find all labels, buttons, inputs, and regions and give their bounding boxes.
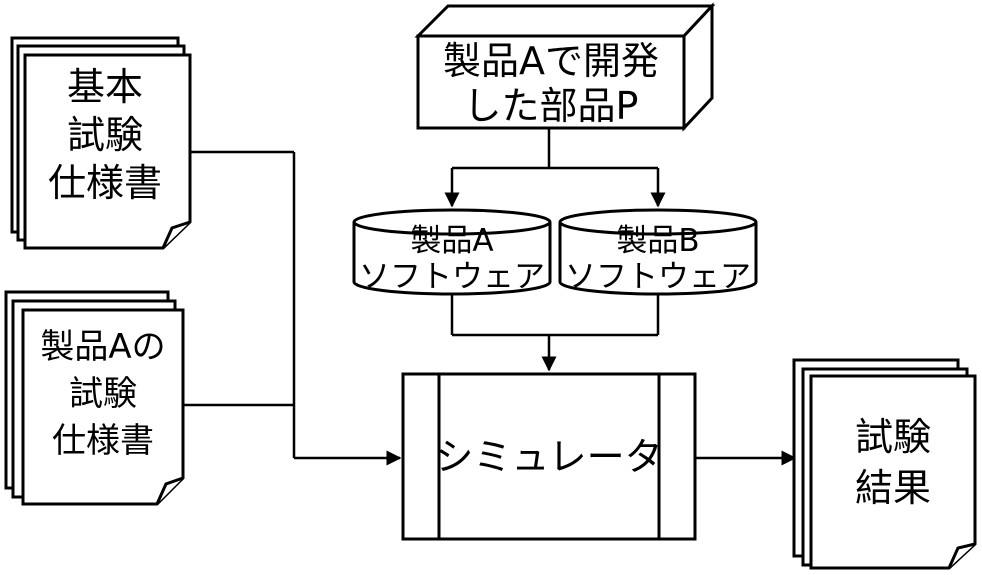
doc-product-a-spec-line-3: 仕様書 bbox=[52, 421, 154, 461]
db-product-a-line-1: 製品A bbox=[410, 223, 493, 259]
db-to-simulator-connectors bbox=[450, 294, 660, 372]
doc-basic-spec-fold bbox=[161, 220, 191, 249]
simulator-frame bbox=[401, 372, 697, 541]
spec-to-simulator-connectors bbox=[183, 150, 402, 466]
doc-product-a-spec-line-1: 製品Aの bbox=[40, 327, 165, 367]
component-box-front bbox=[416, 34, 686, 130]
doc-basic-spec-line-1: 基本 bbox=[67, 65, 143, 109]
doc-test-results-line-2: 結果 bbox=[855, 466, 931, 510]
doc-product-a-spec-fold bbox=[155, 476, 184, 505]
doc-basic-spec: 基本 試験 仕様書 bbox=[10, 36, 192, 250]
component-to-db-connectors bbox=[444, 128, 666, 208]
db-product-b: 製品B ソフトウェア bbox=[558, 208, 758, 296]
doc-test-results-fold bbox=[947, 542, 976, 569]
simulator-box: シミュレータ bbox=[401, 372, 697, 541]
db-product-a: 製品A ソフトウェア bbox=[352, 208, 552, 296]
component-box-line-1: 製品Aで開発 bbox=[443, 39, 659, 83]
doc-test-results-line-1: 試験 bbox=[855, 415, 931, 459]
doc-basic-spec-line-2: 試験 bbox=[67, 113, 143, 157]
component-box: 製品Aで開発 した部品P bbox=[414, 2, 716, 132]
db-product-a-top bbox=[352, 208, 552, 236]
doc-test-results: 試験 結果 bbox=[792, 358, 977, 570]
db-product-a-line-2: ソフトウェア bbox=[359, 259, 545, 295]
doc-basic-spec-line-3: 仕様書 bbox=[48, 161, 162, 205]
doc-product-a-spec-line-2: 試験 bbox=[69, 374, 137, 414]
db-product-b-line-1: 製品B bbox=[616, 223, 699, 259]
db-product-b-line-2: ソフトウェア bbox=[565, 259, 751, 295]
db-product-b-top bbox=[558, 208, 758, 236]
component-box-top bbox=[414, 4, 716, 38]
component-box-line-2: した部品P bbox=[464, 84, 639, 128]
doc-product-a-spec: 製品Aの 試験 仕様書 bbox=[4, 290, 185, 506]
simulator-label: シミュレータ bbox=[435, 435, 662, 479]
